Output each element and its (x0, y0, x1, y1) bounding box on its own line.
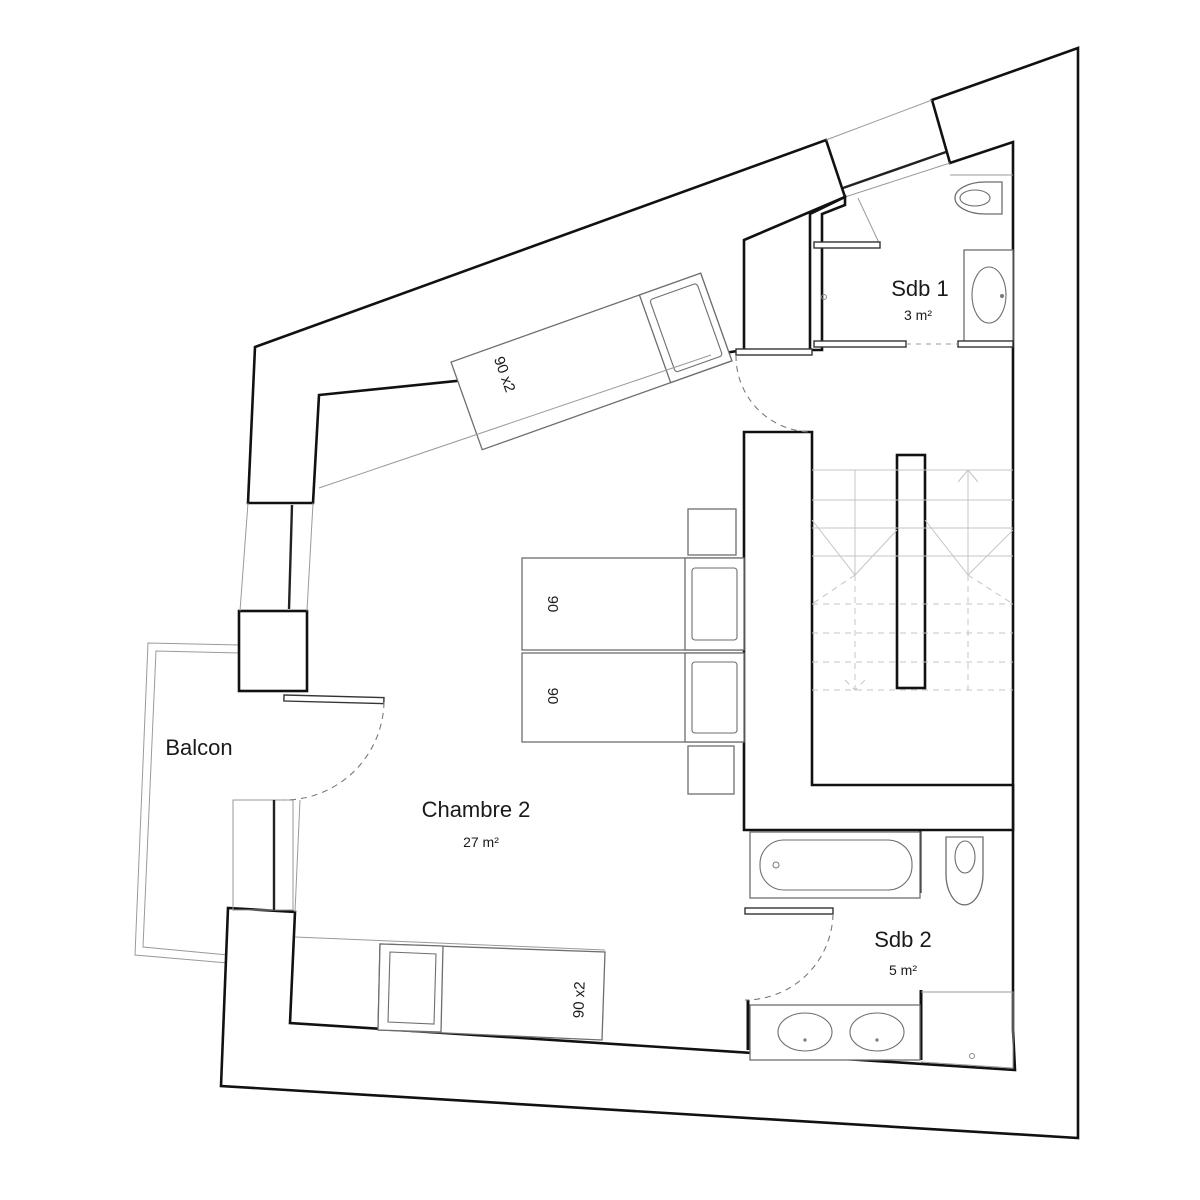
sdb1-left-wall (808, 194, 847, 352)
window-top (825, 99, 951, 198)
toilet-icon (945, 836, 984, 906)
bunk-bed-bottom-label: 90 x2 (570, 981, 588, 1018)
chambre-door[interactable] (735, 348, 813, 433)
window-left-lower (232, 799, 301, 913)
bunk-bed-bottom (294, 936, 606, 1041)
single-bed-b-label: 90 (544, 688, 561, 705)
stair-rail (895, 453, 927, 690)
room-area-chambre: 27 m² (463, 834, 499, 850)
balcony (134, 642, 241, 964)
single-bed-b (521, 652, 745, 743)
room-name-sdb2: Sdb 2 (874, 927, 932, 952)
bunk-frame-line (318, 354, 712, 489)
room-name-balcon: Balcon (165, 735, 232, 760)
nightstand-top (687, 508, 737, 556)
outer-wall (219, 46, 1080, 1140)
window-left-upper (239, 502, 314, 612)
shower-area (920, 991, 1014, 1069)
sdb1-door[interactable] (813, 340, 1014, 348)
double-sink-icon (749, 1004, 921, 1061)
bathtub-icon (749, 831, 921, 899)
room-area-sdb1: 3 m² (904, 307, 932, 323)
room-name-sdb1: Sdb 1 (891, 276, 949, 301)
sink-icon (971, 266, 1007, 324)
sdb2-door[interactable] (744, 907, 834, 1001)
room-area-sdb2: 5 m² (889, 962, 917, 978)
nightstand-bottom (687, 745, 735, 795)
single-bed-a (521, 557, 745, 651)
wall-column (237, 609, 309, 693)
toilet-icon (954, 181, 1003, 215)
balcony-door[interactable] (283, 694, 385, 801)
stair-wall (742, 430, 1015, 832)
room-name-chambre: Chambre 2 (422, 797, 531, 822)
staircase (811, 469, 1014, 691)
single-bed-a-label: 90 (544, 596, 561, 613)
door-handle (821, 294, 827, 300)
